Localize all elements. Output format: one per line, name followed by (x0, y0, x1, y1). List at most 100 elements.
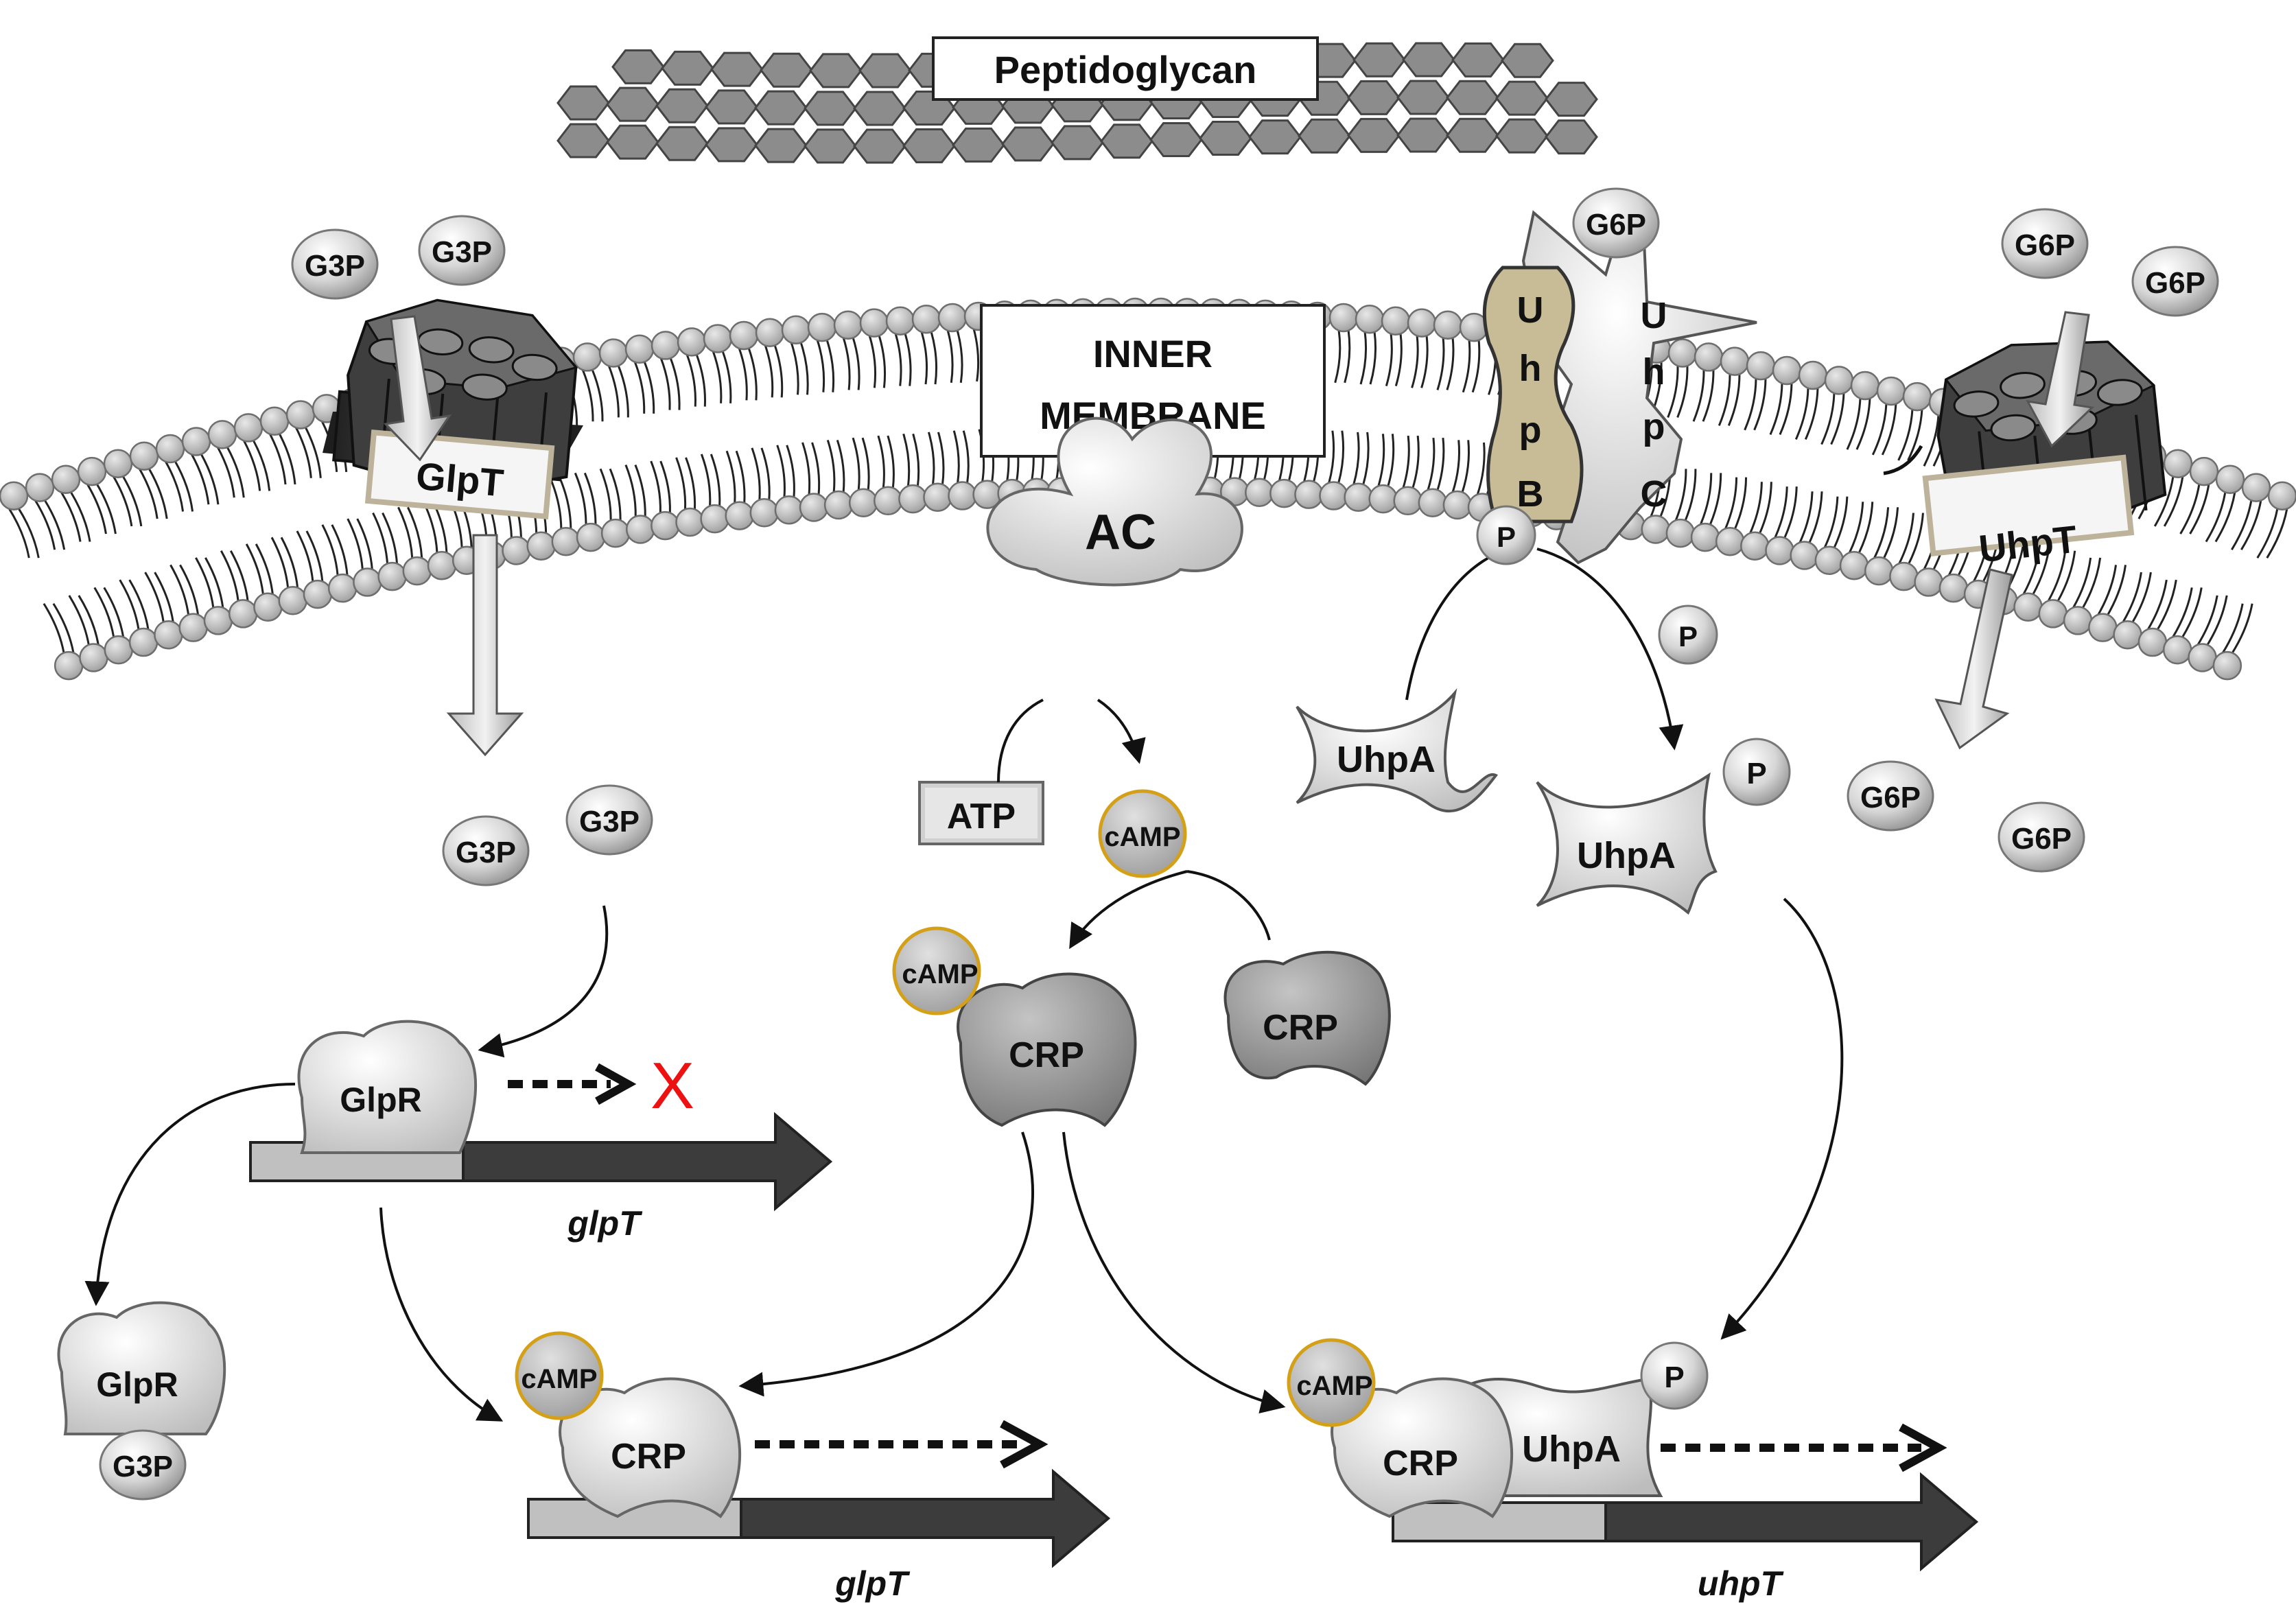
lipid-head (1798, 360, 1828, 390)
lipid-tail (2189, 483, 2210, 534)
lipid-head (1864, 556, 1894, 586)
lipid-tail (2057, 550, 2076, 602)
peptidoglycan-unit (804, 128, 857, 164)
lipid-tail (1420, 335, 1429, 388)
g6p-outside-2-label: G6P (2145, 266, 2205, 300)
lipid-tail (121, 475, 143, 527)
lipid-tail (1427, 437, 1436, 491)
lipid-tail (1667, 365, 1679, 418)
lipid-tail (1328, 430, 1335, 484)
lipid-tail (1794, 387, 1809, 440)
lipid-tail (8, 507, 30, 559)
lipid-head (0, 481, 29, 511)
lipid-tail (599, 468, 612, 521)
lipid-tail (1674, 469, 1687, 521)
lipid-tail (972, 328, 980, 382)
lipid-head (128, 627, 159, 657)
peptidoglycan-unit (858, 53, 912, 89)
lipid-tail (78, 595, 99, 646)
lipid-tail (633, 361, 646, 414)
lipid-tail (1451, 440, 1461, 493)
lipid-head (2137, 627, 2168, 657)
peptidoglycan-unit (1298, 118, 1351, 154)
lipid-head (303, 579, 333, 609)
lipid-head (1839, 551, 1869, 580)
peptidoglycan-unit (804, 91, 857, 126)
lipid-head (259, 406, 290, 436)
uhpb-kinase: U h p B (1482, 266, 1584, 524)
lipid-tail (686, 353, 696, 407)
lipid-head (25, 473, 55, 502)
uhpc-letter-1: U (1641, 295, 1667, 336)
phospho-transfer-arrow (1536, 548, 1684, 751)
lipid-tail (650, 460, 661, 514)
lipid-tail (294, 426, 312, 478)
lipid-head (181, 427, 211, 456)
lipid-head (2212, 650, 2242, 681)
lipid-head (1938, 573, 1969, 603)
crp-bound-uhpt: CRP (1331, 1377, 1514, 1518)
adenylate-cyclase: AC (986, 416, 1243, 587)
lipid-head (703, 324, 733, 353)
lipid-tail (1830, 392, 1845, 445)
glpt-derepression-arrow (379, 1207, 504, 1422)
lipid-tail (2081, 557, 2102, 609)
lipid-head (799, 493, 829, 522)
phosphate-bound-label: P (1664, 1361, 1684, 1394)
lipid-tail (1359, 331, 1368, 385)
lipid-head (178, 613, 208, 642)
lipid-tail (190, 453, 210, 505)
lipid-tail (659, 357, 671, 410)
lipid-tail (304, 426, 322, 478)
lipid-tail (2097, 565, 2118, 616)
g3p-inside-1-ball (442, 815, 530, 886)
lipid-head (1269, 478, 1299, 508)
peptidoglycan-unit (611, 49, 665, 84)
lipid-tail (710, 454, 721, 507)
lipid-tail (764, 344, 774, 398)
lipid-tail (643, 361, 655, 414)
lipid-tail (1676, 365, 1689, 418)
uhpb-letter-3: p (1519, 410, 1542, 451)
lipid-tail (712, 351, 723, 403)
uhpa-phosphorylated: UhpA (1536, 772, 1718, 915)
lipid-tail (894, 333, 902, 386)
lipid-tail (721, 351, 732, 403)
lipid-tail (69, 491, 91, 542)
g6p-outside-1-label: G6P (2015, 228, 2075, 262)
lipid-tail (760, 447, 771, 501)
uhpt-export-arrow (1934, 568, 2013, 750)
lipid-tail (1334, 329, 1342, 384)
peptidoglycan-unit (754, 90, 808, 126)
lipid-tail (2163, 475, 2184, 527)
small-molecules: cAMP cAMP cAMP cAMP P P P P G3P G3P G3P … (99, 187, 2219, 1501)
lipid-head (2063, 606, 2093, 635)
peptidoglycan-label: Peptidoglycan (994, 48, 1257, 91)
lipid-tail (747, 347, 758, 401)
lipid-head (675, 507, 705, 537)
phosphate-free-label: P (1678, 620, 1698, 653)
lipid-tail (2266, 508, 2288, 559)
lipid-head (54, 650, 84, 681)
peptidoglycan-unit (655, 126, 709, 161)
uhpa-phosphorylated-label: UhpA (1577, 835, 1676, 876)
lipid-head (1889, 561, 1919, 591)
lipid-tail (826, 439, 836, 493)
lipid-tail (1898, 513, 1914, 565)
g3p-inside-1-label: G3P (456, 836, 516, 869)
lipid-head (2163, 449, 2193, 479)
adenylate-cyclase-label: AC (1085, 505, 1156, 560)
crp-to-glpt-arrow (738, 1131, 1034, 1397)
phosphate-uhpa-ball (1722, 738, 1791, 806)
g3p-to-glpr-arrow (478, 905, 609, 1058)
lipid-tail (2231, 603, 2253, 654)
crp-bound-glpt: CRP (559, 1377, 742, 1518)
glpt-import-arrow (383, 315, 452, 462)
lipid-tail (229, 550, 249, 602)
peptidoglycan-unit (1051, 125, 1104, 161)
lipid-tail (842, 337, 851, 390)
peptidoglycan-unit (902, 128, 956, 163)
lipid-tail (2256, 508, 2279, 559)
lipid-head (1715, 527, 1745, 556)
peptidoglycan-unit (606, 124, 659, 160)
